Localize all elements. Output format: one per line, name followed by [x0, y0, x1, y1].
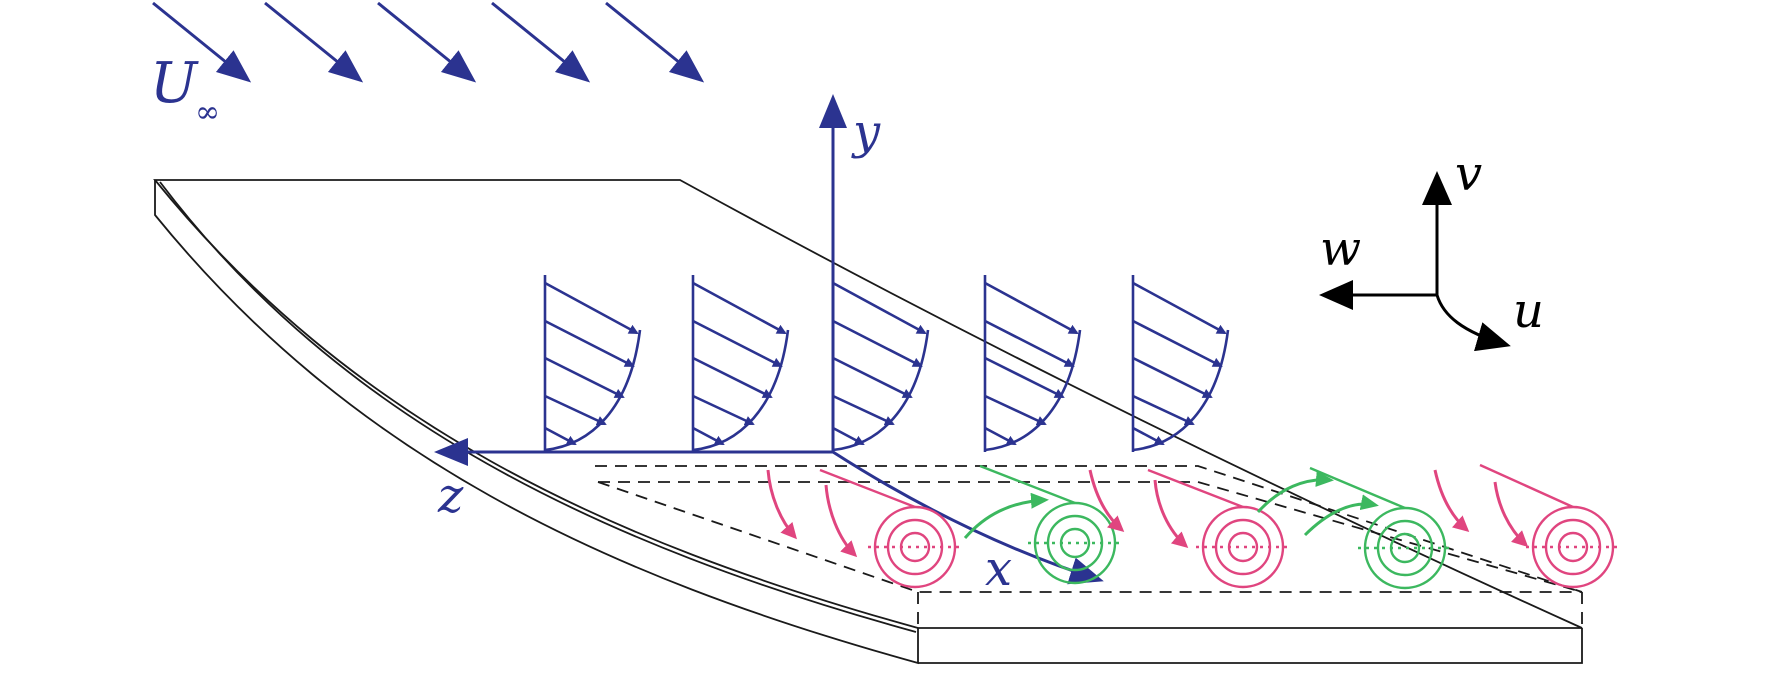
- w-label: w: [1320, 221, 1361, 277]
- u-label: u: [1513, 283, 1544, 339]
- freestream-arrow: [264, 1, 364, 83]
- vortex-pink: [1479, 463, 1620, 589]
- freestream-arrow: [152, 1, 252, 83]
- vortex-pink: [1147, 468, 1290, 589]
- velocity-profile: [983, 275, 1082, 452]
- velocity-profile: [543, 275, 642, 452]
- velocity-profile: [691, 275, 790, 452]
- freestream-arrow: [377, 1, 477, 83]
- velocity-triad: [1319, 171, 1511, 352]
- velocity-profile: [1131, 275, 1230, 452]
- flat-plate: [153, 179, 1583, 665]
- freestream-arrow: [605, 1, 705, 83]
- freestream-arrows: [152, 1, 705, 83]
- velocity-profile: [832, 281, 930, 452]
- x-axis: [832, 450, 1104, 585]
- vortex-pink: [819, 468, 962, 589]
- u-arrow: [1435, 294, 1511, 352]
- freestream-arrow: [491, 1, 591, 83]
- downwash-arrows: [766, 469, 1529, 558]
- freestream-subscript: ∞: [195, 95, 220, 130]
- vortex-green: [1309, 466, 1452, 590]
- control-volume: [595, 465, 1583, 626]
- x-axis-label: x: [985, 541, 1012, 597]
- upwash-arrows: [963, 470, 1379, 539]
- freestream-label: U: [150, 51, 199, 116]
- vortex-green: [979, 464, 1122, 585]
- coordinate-axes: [434, 94, 1104, 585]
- y-axis-label: y: [851, 104, 881, 160]
- v-label: v: [1455, 146, 1482, 202]
- z-axis-label: z: [437, 468, 464, 524]
- velocity-profiles: [543, 275, 1230, 452]
